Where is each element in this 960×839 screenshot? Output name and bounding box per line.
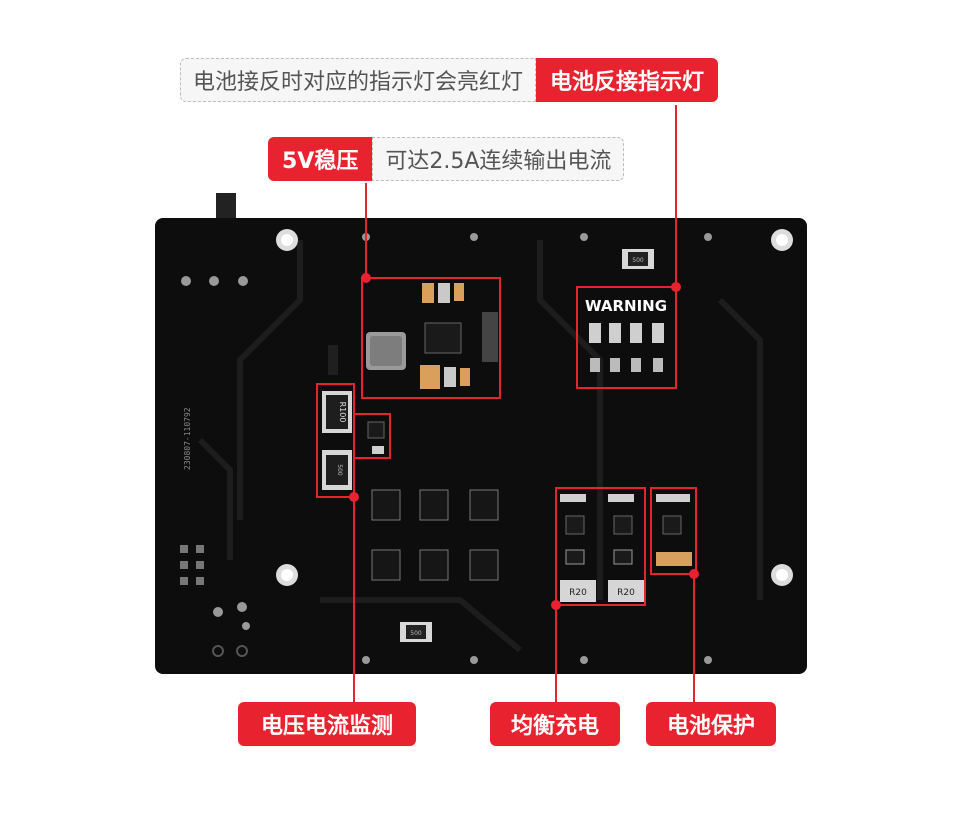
regulator-components (366, 283, 498, 389)
highlight-boxes (316, 277, 697, 606)
slide-switch (216, 193, 236, 223)
regulator-tag: 5V稳压 (268, 137, 373, 181)
reverse-indicator-description: 电池接反时对应的指示灯会亮红灯 (180, 58, 537, 102)
mounting-holes (276, 229, 793, 586)
shunt-label: R100 (338, 402, 347, 423)
pad-grid (180, 545, 204, 585)
warning-leds (589, 323, 664, 372)
small-res-label-2: 500 (410, 630, 422, 637)
leader-lines (353, 105, 695, 702)
balance-res-right-label: R20 (617, 588, 635, 598)
regulator-callout: 5V稳压 可达2.5A连续输出电流 (268, 137, 625, 181)
protection-label: 电池保护 (646, 702, 776, 746)
small-res-label-3: 500 (336, 464, 343, 476)
warning-silk: WARNING (585, 297, 667, 315)
balance-res-left-label: R20 (569, 588, 587, 598)
protection-box (650, 487, 697, 575)
monitor-box-right (354, 413, 391, 459)
balance-box (555, 487, 646, 606)
balance-components (560, 494, 644, 602)
monitor-label: 电压电流监测 (238, 702, 416, 746)
vias (181, 233, 712, 664)
reverse-indicator-box (576, 286, 677, 389)
regulator-box (361, 277, 501, 399)
pcb-traces (197, 240, 763, 653)
regulator-description: 可达2.5A连续输出电流 (372, 137, 625, 181)
pcb-board (155, 218, 807, 674)
small-res-label-1: 500 (632, 257, 644, 264)
balance-label: 均衡充电 (490, 702, 620, 746)
monitor-box-left (316, 383, 355, 498)
reverse-indicator-callout: 电池接反时对应的指示灯会亮红灯 电池反接指示灯 (180, 58, 719, 102)
ic-array (371, 489, 499, 581)
leader-dots (349, 273, 699, 610)
protection-components (656, 494, 692, 566)
silk-serial: 230807-110792 (183, 407, 192, 470)
reverse-indicator-tag: 电池反接指示灯 (536, 58, 719, 102)
